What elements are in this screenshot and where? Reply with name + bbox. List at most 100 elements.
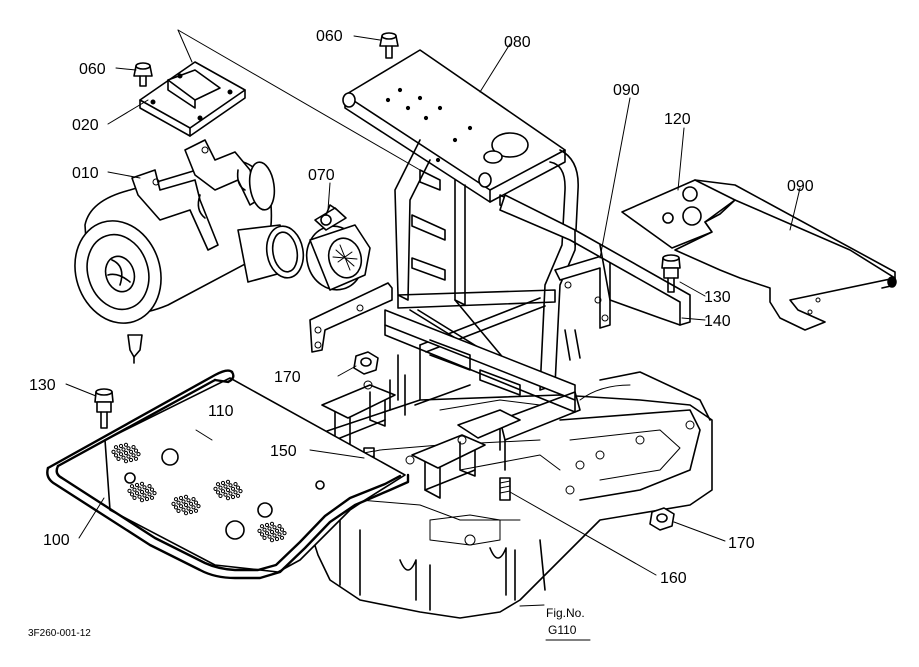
label-120: 120 — [664, 111, 691, 128]
perforation-hole — [118, 443, 124, 449]
perforation-hole — [176, 500, 181, 505]
perforation-hole — [137, 486, 142, 491]
perforation-hole — [272, 525, 277, 530]
perforation-hole — [223, 492, 228, 497]
leader-lines — [65, 29, 801, 607]
label-150: 150 — [270, 443, 297, 460]
hole-pattern — [111, 442, 287, 543]
perforation-hole — [144, 488, 150, 493]
perforation-hole — [262, 535, 267, 541]
nut-170-right — [649, 507, 675, 531]
perforation-hole — [118, 452, 124, 457]
perforation-hole — [193, 508, 199, 513]
perforation-hole — [196, 504, 201, 509]
perforation-hole — [233, 490, 238, 495]
label-020: 020 — [72, 117, 99, 134]
perforation-hole — [269, 538, 275, 543]
perforation-hole — [225, 496, 231, 501]
label-060-left: 060 — [79, 61, 106, 78]
perforation-hole — [277, 532, 282, 537]
rail-090-center — [499, 194, 691, 326]
perforation-hole — [264, 531, 270, 536]
perforation-hole — [225, 479, 231, 484]
label-010: 010 — [72, 165, 99, 182]
perforation-hole — [225, 487, 231, 493]
perforation-hole — [267, 534, 272, 539]
perforation-hole — [123, 450, 129, 456]
perforation-hole — [116, 448, 121, 453]
perforation-hole — [282, 531, 287, 536]
perforation-hole — [267, 526, 272, 531]
air-cleaner-010 — [74, 139, 305, 364]
perforation-hole — [264, 522, 270, 528]
perforation-hole — [183, 502, 189, 508]
bolt-130-right — [661, 254, 681, 293]
perforation-hole — [111, 449, 116, 454]
perforation-hole — [126, 446, 131, 451]
label-090-center: 090 — [613, 82, 640, 99]
perforation-hole — [134, 491, 140, 496]
perforation-hole — [149, 487, 155, 492]
perforation-hole — [220, 480, 226, 486]
perforation-hole — [123, 442, 129, 447]
label-100: 100 — [43, 532, 70, 549]
cover-090-right — [674, 179, 897, 331]
label-070: 070 — [308, 167, 335, 184]
perforation-hole — [274, 536, 280, 542]
label-110: 110 — [208, 403, 234, 420]
perforation-hole — [279, 535, 285, 540]
perforation-hole — [238, 489, 243, 494]
perforation-hole — [171, 501, 176, 506]
perforation-hole — [262, 527, 267, 532]
perforation-hole — [149, 495, 155, 500]
label-140: 140 — [704, 313, 731, 330]
perforation-hole — [121, 455, 126, 460]
perforation-hole — [228, 491, 233, 496]
perforation-hole — [193, 500, 199, 505]
perforation-hole — [186, 498, 191, 503]
perforation-hole — [142, 493, 147, 498]
drawing-code: 3F260-001-12 — [28, 628, 91, 639]
perforation-hole — [191, 505, 196, 510]
figure-info: 3F260-001-12 Fig.No. G110 — [28, 606, 591, 641]
perforation-hole — [131, 453, 136, 458]
perforation-hole — [139, 489, 145, 495]
perforation-hole — [259, 524, 265, 529]
perforation-hole — [176, 508, 181, 513]
perforation-hole — [218, 493, 223, 498]
perforation-hole — [272, 533, 277, 538]
perforation-hole — [215, 482, 221, 487]
bolt-060-left — [133, 62, 153, 87]
perforation-hole — [128, 457, 134, 463]
perforation-hole — [121, 447, 126, 452]
perforation-hole — [132, 495, 137, 500]
perforation-hole — [128, 449, 134, 454]
bolt-060-top — [379, 32, 399, 59]
gasket-100 — [46, 369, 410, 580]
stud-160 — [499, 477, 511, 501]
perforation-hole — [228, 483, 233, 488]
perforation-hole — [113, 445, 119, 450]
perforation-hole — [123, 459, 129, 464]
label-170-right: 170 — [728, 535, 755, 552]
perforation-hole — [116, 456, 121, 461]
perforation-hole — [139, 498, 145, 503]
label-060-top: 060 — [316, 28, 343, 45]
perforation-hole — [152, 491, 157, 496]
perforation-hole — [277, 524, 282, 529]
perforation-hole — [181, 507, 186, 512]
perforation-hole — [133, 448, 139, 453]
label-090-right: 090 — [787, 178, 814, 195]
perforation-hole — [191, 497, 196, 502]
perforation-hole — [235, 485, 241, 490]
perforation-hole — [213, 486, 218, 491]
bracket-020 — [139, 61, 246, 137]
perforation-hole — [113, 453, 119, 458]
bolt-130-left — [94, 388, 114, 429]
label-170-left: 170 — [274, 369, 301, 386]
perforation-hole — [257, 528, 262, 534]
label-130-left: 130 — [29, 377, 56, 394]
perforation-hole — [230, 486, 236, 491]
